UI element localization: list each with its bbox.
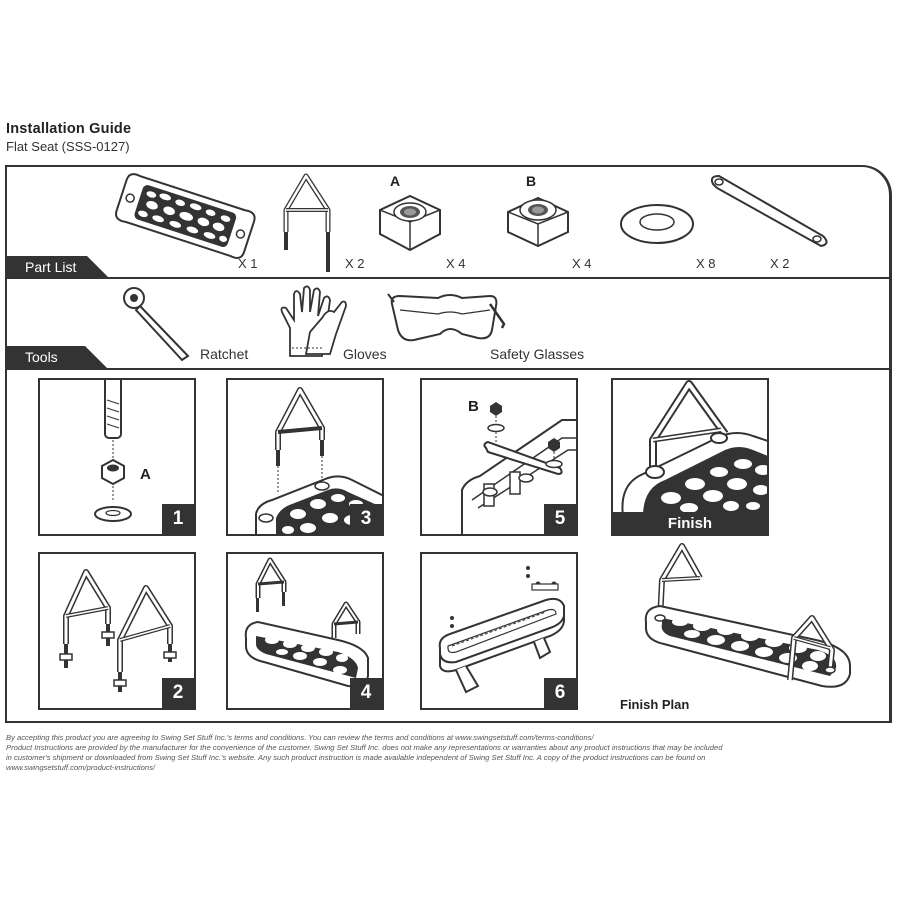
- qty-nut-b: X 4: [572, 256, 592, 271]
- qty-bar-plate: X 2: [770, 256, 790, 271]
- hex-nut-icon: [379, 194, 441, 252]
- step-5-callout: B: [468, 398, 479, 415]
- step-number-3: 3: [350, 504, 382, 534]
- tool-label-gloves: Gloves: [343, 346, 387, 362]
- finish-plan-label: Finish Plan: [620, 697, 690, 712]
- part-list-tab-label: Part List: [25, 259, 77, 275]
- tools-divider: [5, 368, 892, 370]
- step-panel-2: 2: [38, 552, 196, 710]
- tools-tab: Tools: [5, 346, 107, 368]
- tools-tab-label: Tools: [25, 349, 58, 365]
- footer-line-2: Product Instructions are provided by the…: [6, 743, 723, 752]
- page-title: Installation Guide: [6, 121, 132, 137]
- finished-seat-closeup-icon: [621, 380, 767, 521]
- page-subtitle: Flat Seat (SSS-0127): [6, 139, 130, 154]
- hangers-with-nuts-icon: [59, 569, 177, 692]
- step-panel-1: A 1: [38, 378, 196, 536]
- seat-icon: [115, 173, 256, 259]
- safety-glasses-icon: [387, 293, 506, 342]
- guide-frame: [5, 165, 892, 723]
- ratchet-icon: [123, 287, 190, 362]
- step-panel-4: 4: [226, 552, 384, 710]
- step-number-1: 1: [162, 504, 194, 534]
- step-panel-3: 3: [226, 378, 384, 536]
- step-number-4: 4: [350, 678, 382, 708]
- washer-icon: [620, 204, 694, 244]
- step-number-6: 6: [544, 678, 576, 708]
- step-panel-6: 6: [420, 552, 578, 710]
- qty-washer: X 8: [696, 256, 716, 271]
- step-number-5: 5: [544, 504, 576, 534]
- tool-label-ratchet: Ratchet: [200, 346, 249, 362]
- qty-hanger: X 2: [345, 256, 365, 271]
- qty-nut-a: X 4: [446, 256, 466, 271]
- step-number-2: 2: [162, 678, 194, 708]
- lock-nut-icon: [507, 196, 569, 248]
- qty-seat: X 1: [238, 256, 258, 271]
- triangle-hanger-icon: [283, 173, 331, 272]
- footer-line-4: www.swingsetstuff.com/product-instructio…: [6, 763, 155, 772]
- part-list-tab: Part List: [5, 256, 109, 278]
- finish-label: Finish: [613, 512, 767, 534]
- tool-label-safety-glasses: Safety Glasses: [490, 346, 585, 362]
- part-letter-a: A: [390, 173, 401, 189]
- finish-plan-seat-icon: [644, 543, 851, 688]
- hangers-over-seat-icon: [244, 557, 369, 688]
- bar-plate-icon: [710, 174, 828, 248]
- gloves-icon: [280, 285, 347, 357]
- footer-line-3: in customer's shipment or downloaded fro…: [6, 753, 706, 762]
- footer-line-1: By accepting this product you are agreei…: [6, 733, 594, 742]
- part-list-divider: [5, 277, 892, 279]
- finish-panel: Finish: [611, 378, 769, 536]
- step-panel-5: B 5: [420, 378, 578, 536]
- bolts-through-seat-icon: [438, 566, 565, 694]
- part-letter-b: B: [526, 173, 537, 189]
- bolt-nut-washer-icon: [94, 380, 132, 522]
- step-1-callout: A: [140, 466, 151, 483]
